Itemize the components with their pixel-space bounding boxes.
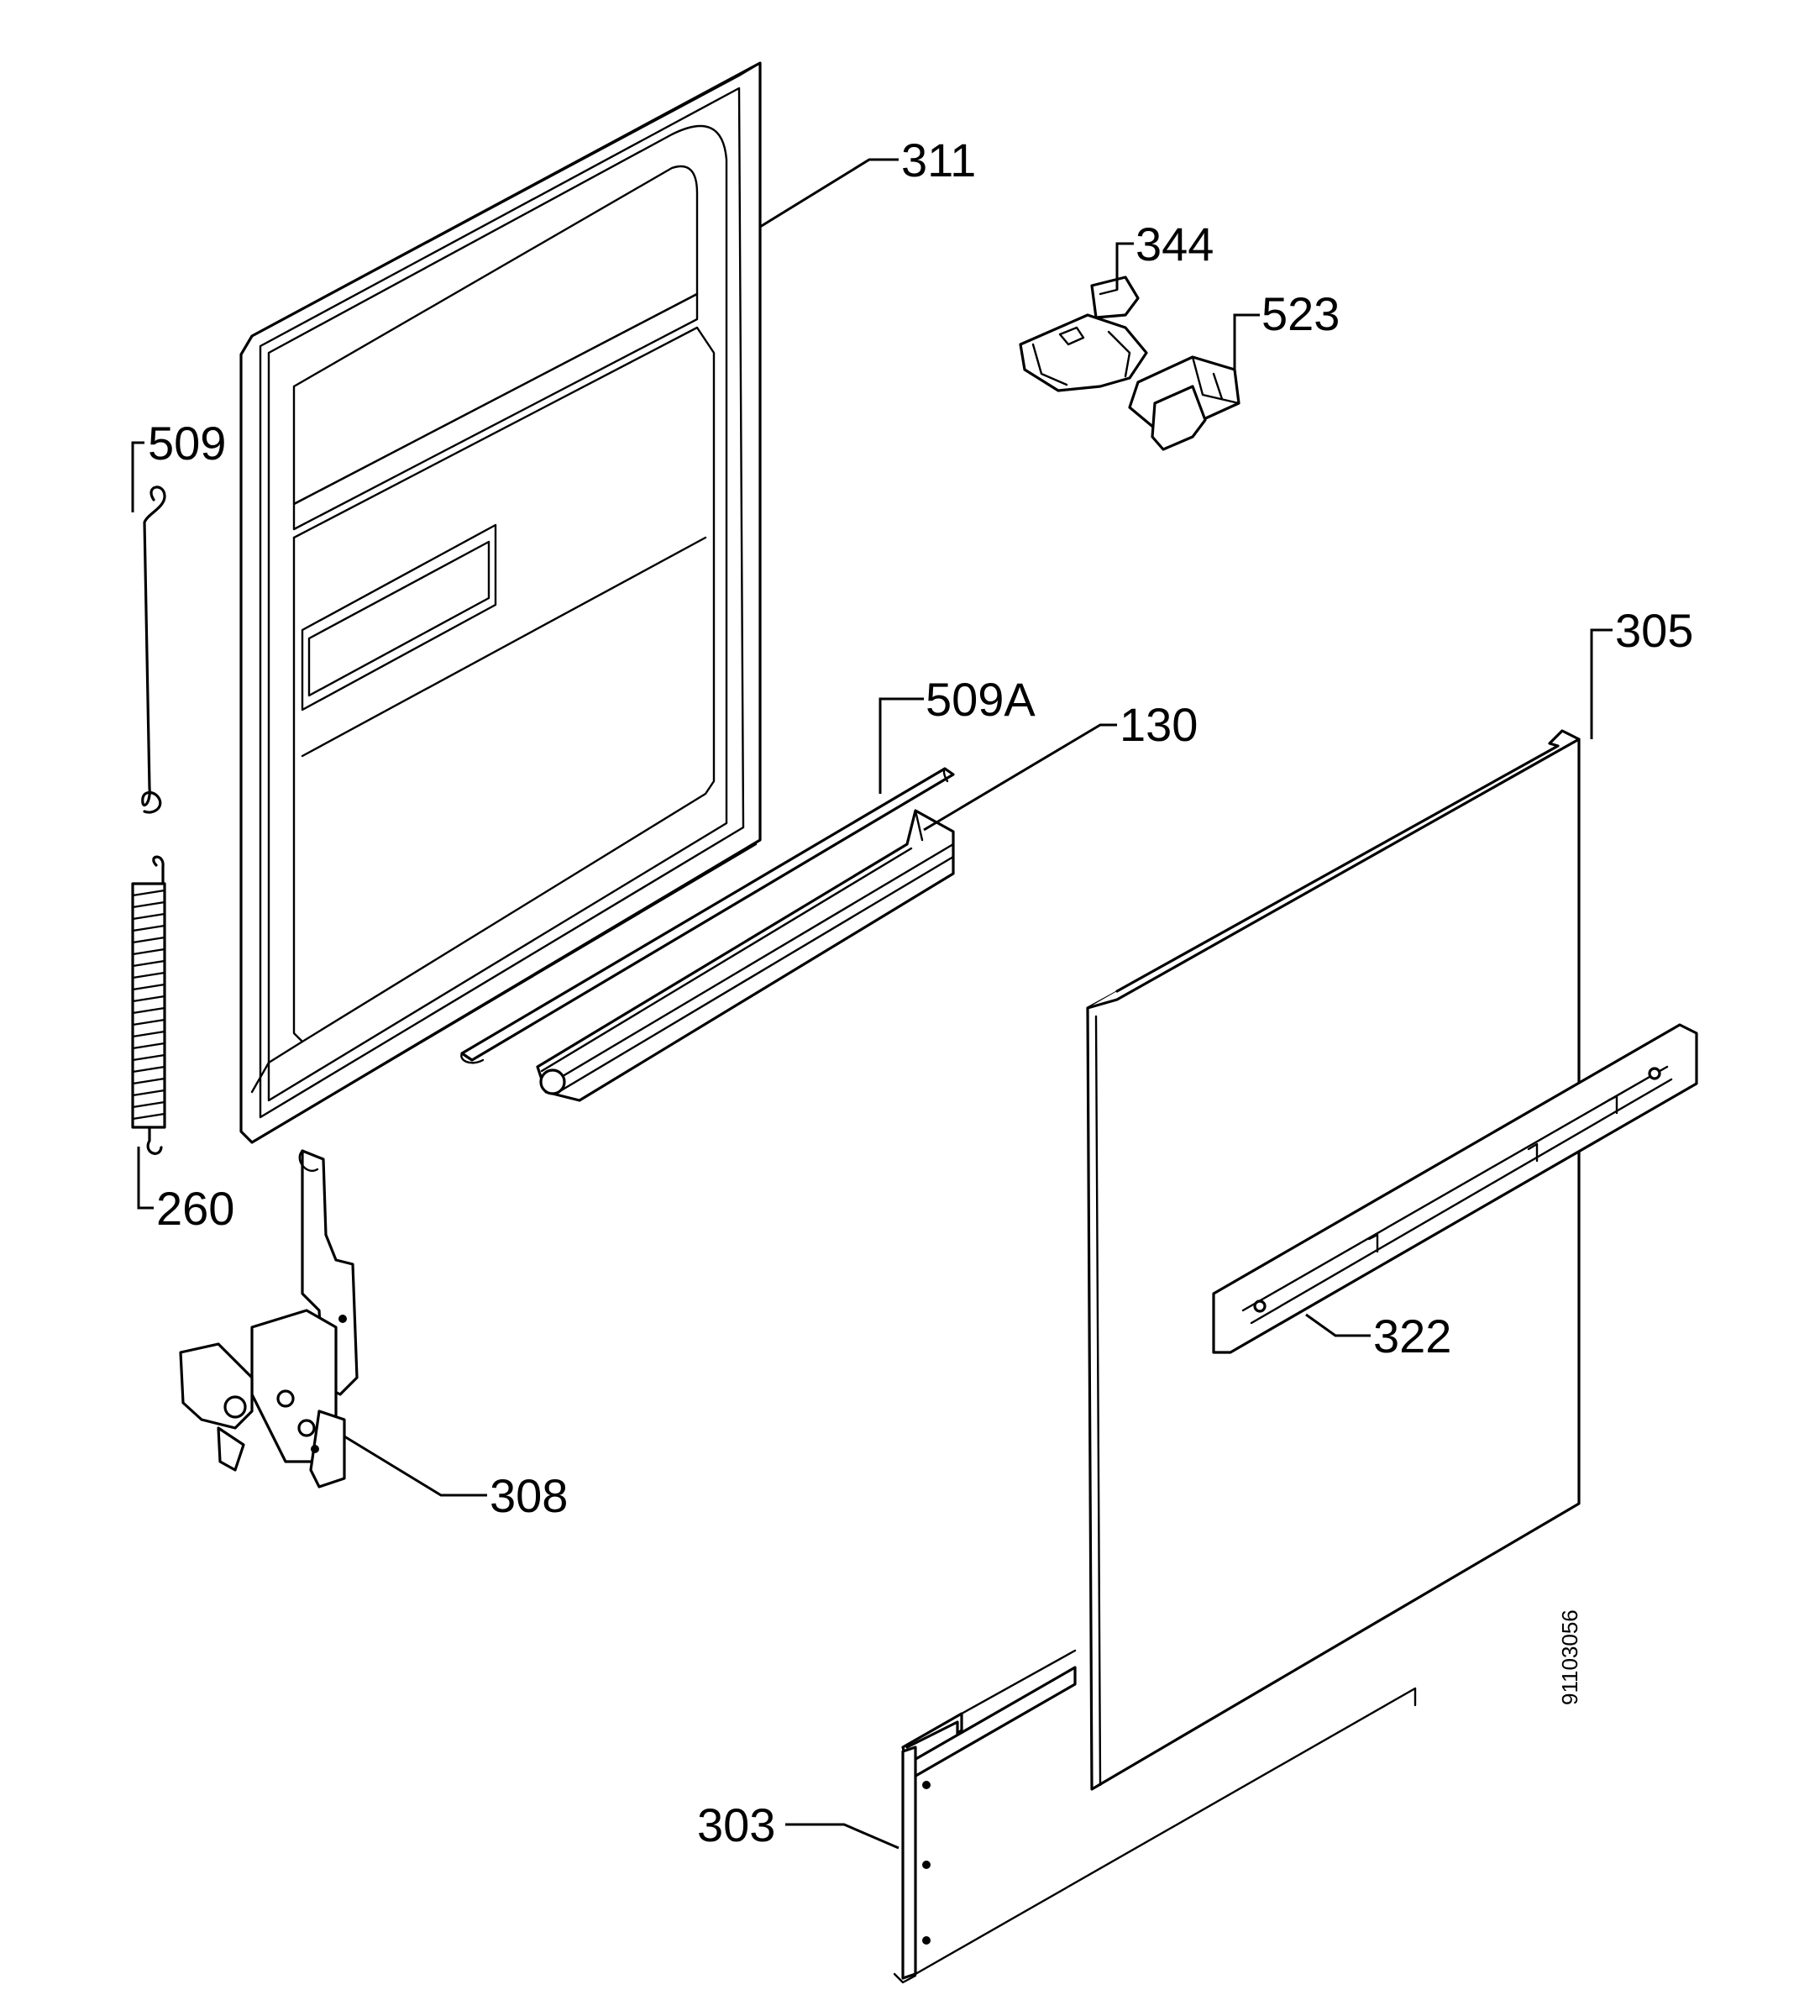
callout-344: 344 [1136, 218, 1214, 270]
callout-305: 305 [1615, 604, 1693, 657]
inner-door-panel [239, 61, 762, 1144]
callout-322: 322 [1373, 1310, 1451, 1362]
door-hinge [179, 1149, 359, 1488]
wire-rod [460, 767, 955, 1064]
leader-lines [131, 158, 1613, 1850]
callout-509a: 509A [926, 673, 1036, 726]
door-latch [1019, 276, 1148, 392]
hook-spring [141, 486, 166, 814]
callout-509: 509 [148, 417, 226, 470]
callout-260: 260 [156, 1182, 234, 1235]
callout-308: 308 [490, 1469, 568, 1522]
latch-housing [1128, 355, 1240, 451]
kick-plate [893, 1649, 1417, 1984]
handle-strip [1212, 1023, 1698, 1354]
callout-130: 130 [1120, 698, 1198, 751]
door-seal [536, 809, 955, 1102]
coil-spring [131, 855, 166, 1155]
callout-labels: 311 344 523 509 305 509A 130 260 322 308… [148, 134, 1693, 1851]
callout-303: 303 [697, 1798, 775, 1851]
callout-311: 311 [901, 134, 976, 186]
callout-523: 523 [1261, 287, 1340, 340]
document-number: 91103056 [1557, 1609, 1582, 1705]
